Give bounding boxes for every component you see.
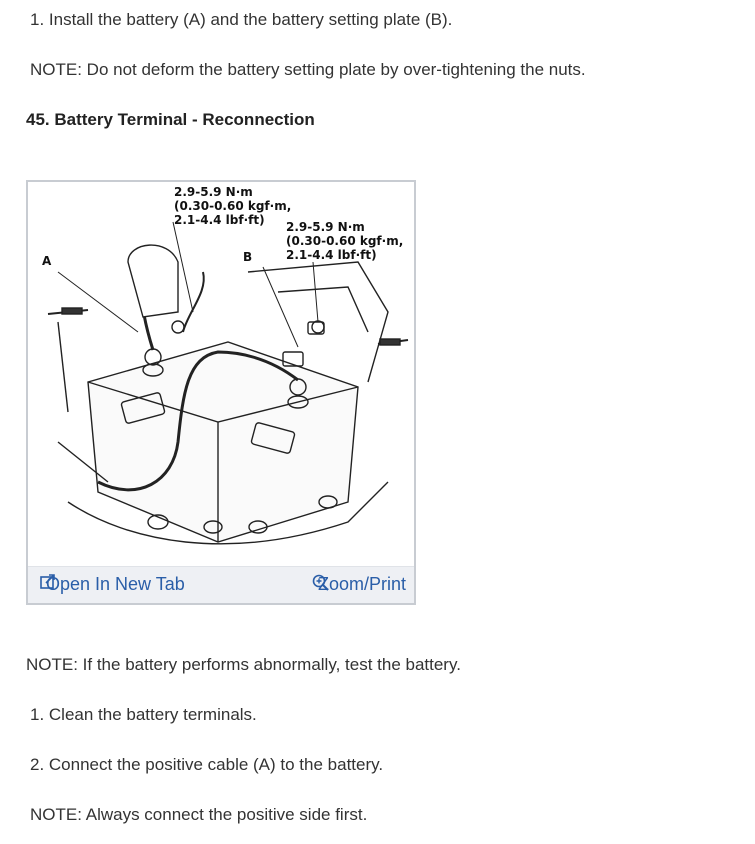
zoom-print-label: Zoom/Print [317,574,406,594]
step-clean-terminals: 1. Clean the battery terminals. [30,705,257,724]
callout-b: B [243,250,253,264]
note-positive-first: NOTE: Always connect the positive side f… [30,805,368,824]
battery-illustration [47,221,409,545]
torque-spec-1: 2.9-5.9 N·m (0.30-0.60 kgf·m, 2.1-4.4 lb… [174,185,291,227]
callout-a: A [42,254,52,268]
open-in-new-tab-label: Open In New Tab [46,574,185,594]
torque-spec-1-line2: (0.30-0.60 kgf·m, [174,199,292,213]
note-setting-plate: NOTE: Do not deform the battery setting … [30,60,586,79]
step-install-battery: 1. Install the battery (A) and the batte… [30,10,453,29]
note-abnormal-battery: NOTE: If the battery performs abnormally… [26,655,461,674]
open-in-new-tab-link[interactable]: Open In New Tab [40,574,185,595]
torque-spec-2-line3: 2.1-4.4 lbf·ft) [286,248,377,262]
torque-spec-2-line2: (0.30-0.60 kgf·m, [286,234,404,248]
torque-spec-2: 2.9-5.9 N·m (0.30-0.60 kgf·m, 2.1-4.4 lb… [286,220,403,262]
torque-spec-2-line1: 2.9-5.9 N·m [286,220,365,234]
torque-spec-1-line1: 2.9-5.9 N·m [174,185,253,199]
zoom-print-link[interactable]: Zoom/Print [312,574,406,595]
figure-toolbar: Open In New Tab Zoom/Print [28,566,414,603]
section-heading: 45. Battery Terminal - Reconnection [26,110,315,129]
torque-spec-1-line3: 2.1-4.4 lbf·ft) [174,213,265,227]
battery-terminal-figure: 2.9-5.9 N·m (0.30-0.60 kgf·m, 2.1-4.4 lb… [26,180,416,605]
step-connect-positive: 2. Connect the positive cable (A) to the… [30,755,384,774]
